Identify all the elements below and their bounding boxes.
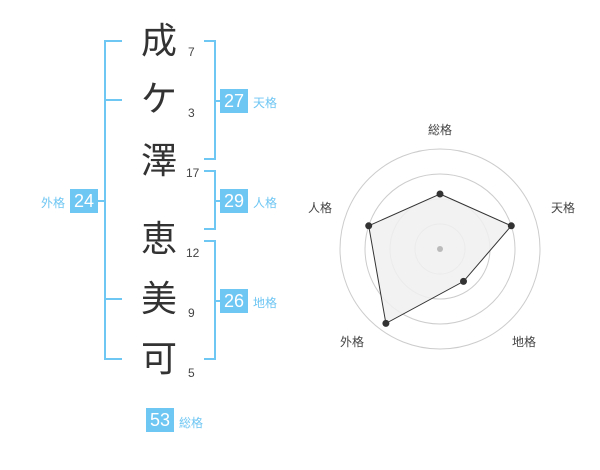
jinkaku-bracket-bottom: [204, 228, 216, 230]
stroke-count-5: 9: [188, 306, 195, 320]
tenkaku-bracket-bottom: [204, 158, 216, 160]
chikaku-bracket-top: [204, 240, 216, 242]
name-char-5: 美: [140, 279, 177, 320]
stroke-count-6: 5: [188, 366, 195, 380]
chikaku-bracket-connector: [214, 300, 222, 302]
tenkaku-bracket-top: [204, 40, 216, 42]
tenkaku-badge: 27: [220, 89, 248, 113]
radar-label-jinkaku: 人格: [308, 201, 333, 215]
radar-label-chikaku: 地格: [512, 335, 537, 349]
stroke-count-3: 17: [186, 166, 200, 180]
radar-label-tenkaku: 天格: [551, 201, 576, 215]
stroke-count-4: 12: [186, 246, 200, 260]
name-char-3: 澤: [140, 141, 177, 182]
radar-polygon: [368, 193, 513, 325]
name-char-6: 可: [140, 339, 177, 380]
gaikaku-label: 外格: [41, 196, 66, 210]
radar-point-2: [507, 222, 515, 230]
radar-label-soukaku: 総格: [428, 123, 453, 137]
name-char-2: ケ: [140, 79, 177, 120]
stroke-count-1: 7: [188, 45, 195, 59]
radar-label-gaikaku: 外格: [340, 335, 365, 349]
gaikaku-bracket-connector: [98, 200, 106, 202]
radar-point-3: [460, 277, 467, 285]
radar-ring-4: [339, 148, 541, 350]
jinkaku-badge: 29: [220, 189, 248, 213]
radar-point-4: [382, 319, 390, 327]
radar-point-5: [365, 222, 373, 230]
radar-point-1: [436, 190, 444, 198]
gaikaku-bracket-tick-1: [104, 99, 122, 101]
jinkaku-bracket-top: [204, 170, 216, 172]
gaikaku-bracket-bottom: [104, 358, 122, 360]
chikaku-badge: 26: [220, 289, 248, 313]
soukaku-badge: 53: [146, 408, 174, 432]
gaikaku-badge: 24: [70, 189, 98, 213]
tenkaku-label: 天格: [253, 96, 278, 110]
radar-ring-3: [364, 173, 516, 325]
soukaku-label: 総格: [179, 416, 204, 430]
tenkaku-bracket-connector: [214, 100, 222, 102]
name-char-4: 恵: [140, 219, 177, 260]
gaikaku-bracket-top: [104, 40, 122, 42]
jinkaku-bracket-connector: [214, 200, 222, 202]
chikaku-bracket-bottom: [204, 358, 216, 360]
jinkaku-label: 人格: [253, 196, 278, 210]
stroke-count-2: 3: [188, 106, 195, 120]
radar-center-dot: [437, 246, 443, 252]
chikaku-label: 地格: [253, 296, 278, 310]
gaikaku-bracket-tick-2: [104, 298, 122, 300]
name-char-1: 成: [140, 21, 177, 62]
